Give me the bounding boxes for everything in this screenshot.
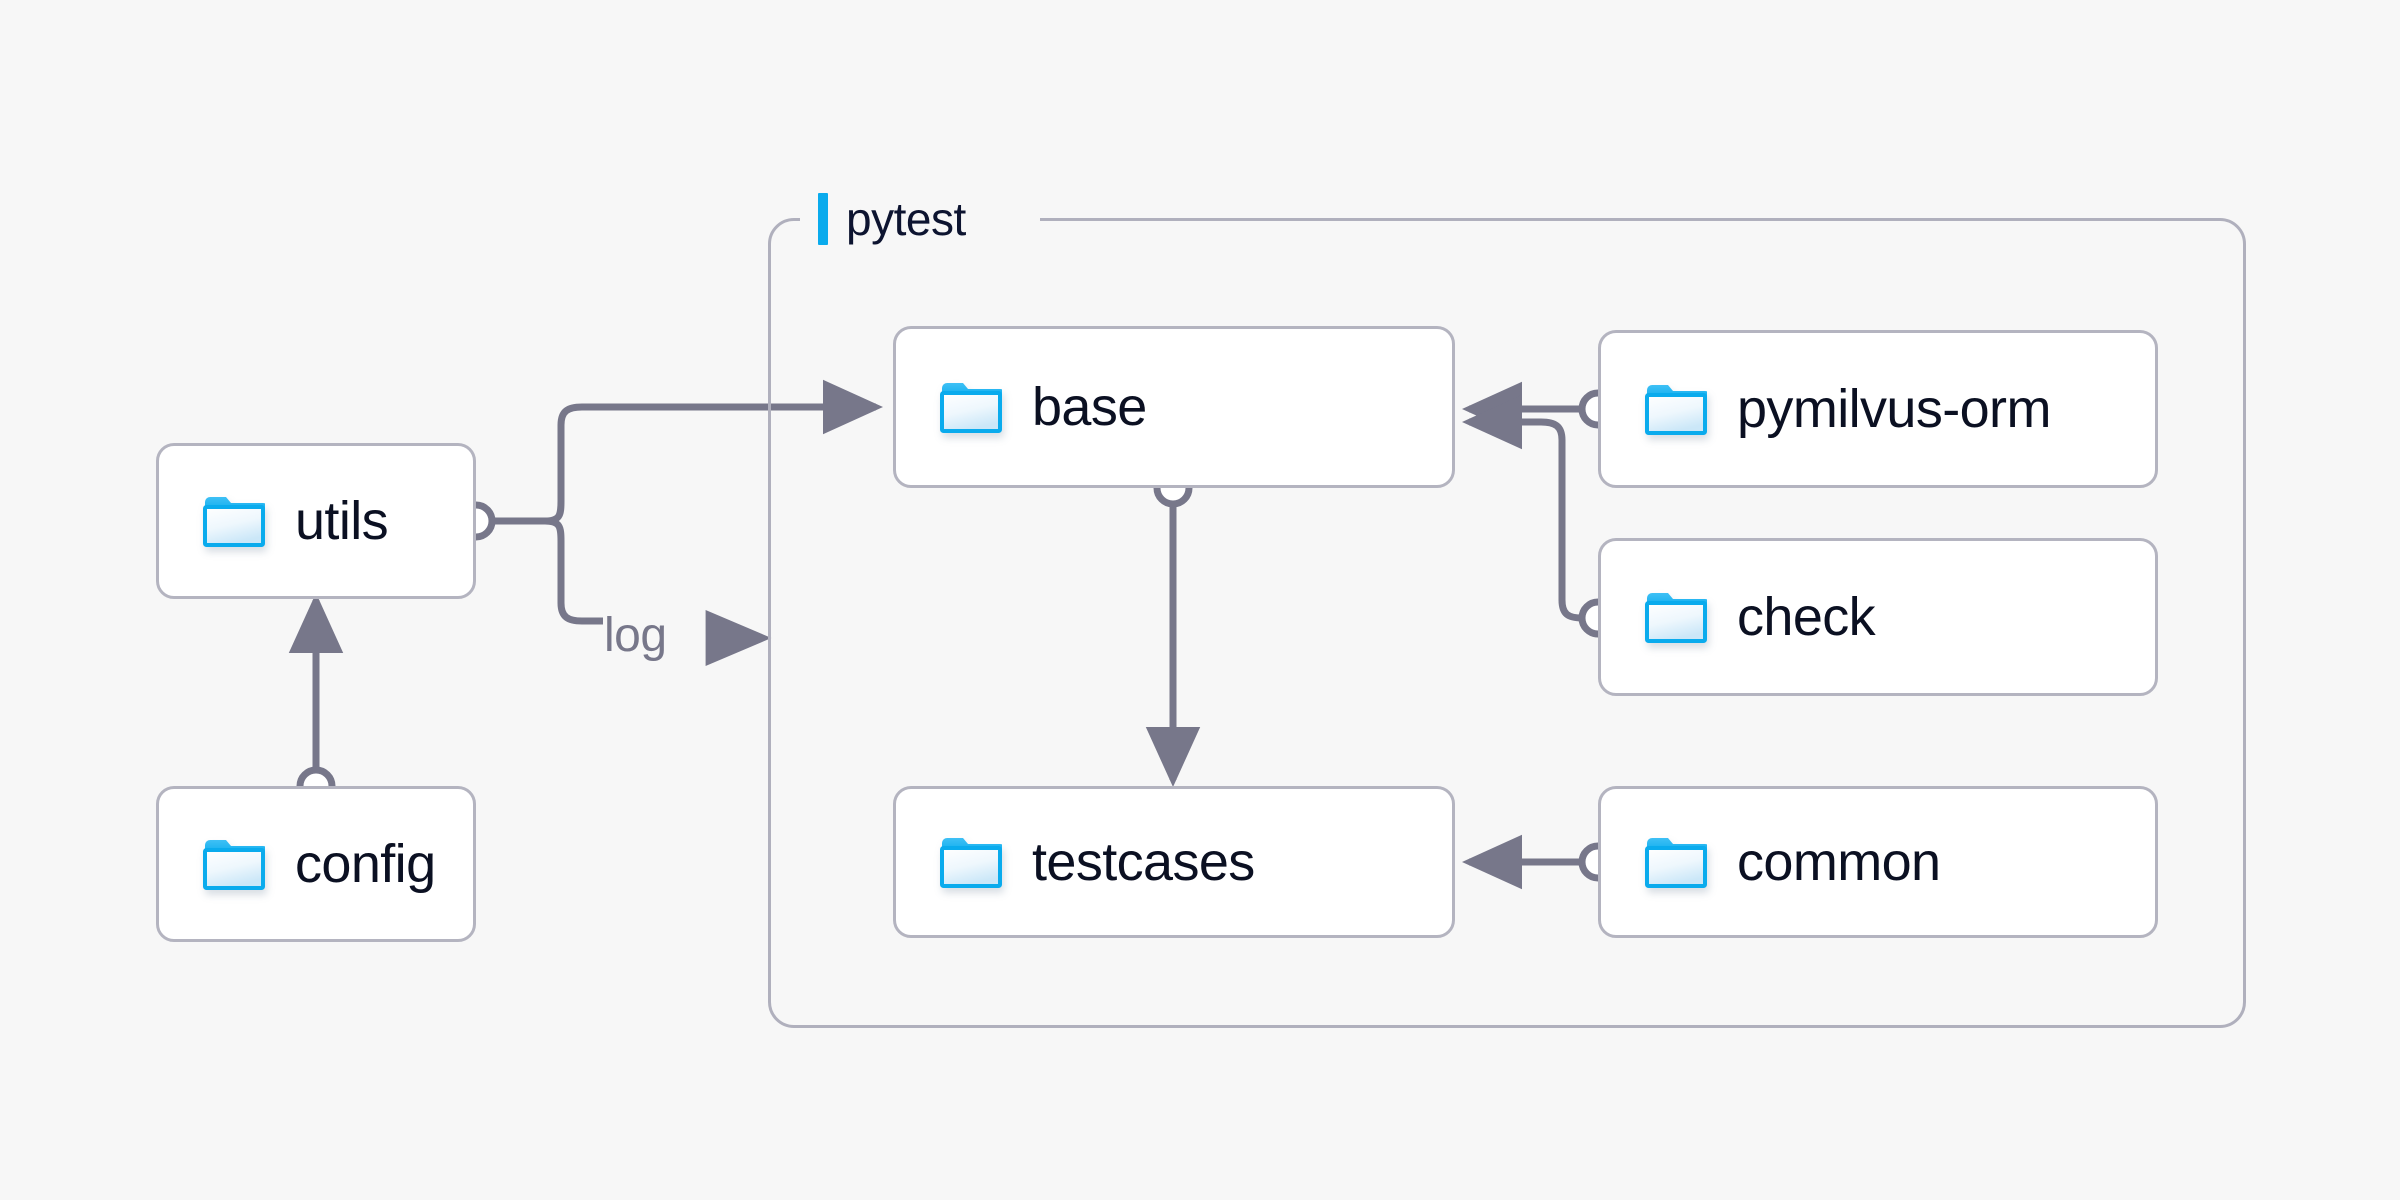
folder-icon bbox=[203, 837, 265, 891]
node-common[interactable]: common bbox=[1598, 786, 2158, 938]
accent-bar-icon bbox=[818, 193, 828, 245]
folder-icon bbox=[1645, 835, 1707, 889]
node-check-label: check bbox=[1737, 587, 1876, 647]
group-pytest bbox=[768, 218, 2246, 1028]
folder-icon bbox=[940, 835, 1002, 889]
folder-icon bbox=[1645, 382, 1707, 436]
group-pytest-label: pytest bbox=[818, 188, 976, 250]
node-pymilvus-orm[interactable]: pymilvus-orm bbox=[1598, 330, 2158, 488]
node-base[interactable]: base bbox=[893, 326, 1455, 488]
node-config[interactable]: config bbox=[156, 786, 476, 942]
node-common-label: common bbox=[1737, 832, 1941, 892]
node-testcases[interactable]: testcases bbox=[893, 786, 1455, 938]
node-testcases-label: testcases bbox=[1032, 832, 1255, 892]
folder-icon bbox=[940, 380, 1002, 434]
group-pytest-label-text: pytest bbox=[846, 193, 966, 245]
folder-icon bbox=[203, 494, 265, 548]
folder-icon bbox=[1645, 590, 1707, 644]
node-utils-label: utils bbox=[295, 491, 389, 551]
node-pymilvus-orm-label: pymilvus-orm bbox=[1737, 379, 2051, 439]
node-config-label: config bbox=[295, 834, 436, 894]
node-base-label: base bbox=[1032, 377, 1147, 437]
node-check[interactable]: check bbox=[1598, 538, 2158, 696]
edge-config-utils bbox=[288, 592, 344, 806]
node-utils[interactable]: utils bbox=[156, 443, 476, 599]
edge-label-log: log bbox=[604, 609, 667, 662]
